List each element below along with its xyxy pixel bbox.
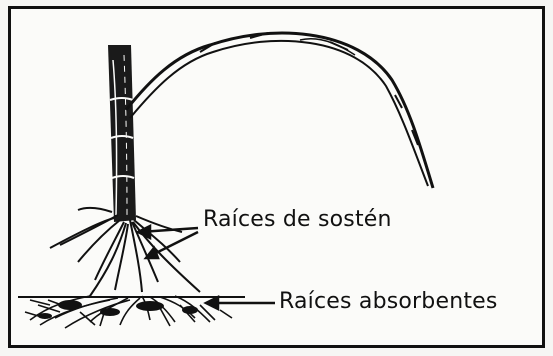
absorbing-roots bbox=[25, 296, 232, 328]
absorbing-roots-arrow bbox=[206, 297, 275, 309]
plant-leaf bbox=[126, 33, 433, 188]
support-roots-arrows bbox=[138, 226, 198, 258]
support-roots-label: Raíces de sostén bbox=[203, 207, 392, 232]
support-roots bbox=[50, 208, 200, 296]
absorbing-roots-label: Raíces absorbentes bbox=[279, 289, 498, 314]
plant-stem bbox=[108, 45, 136, 222]
